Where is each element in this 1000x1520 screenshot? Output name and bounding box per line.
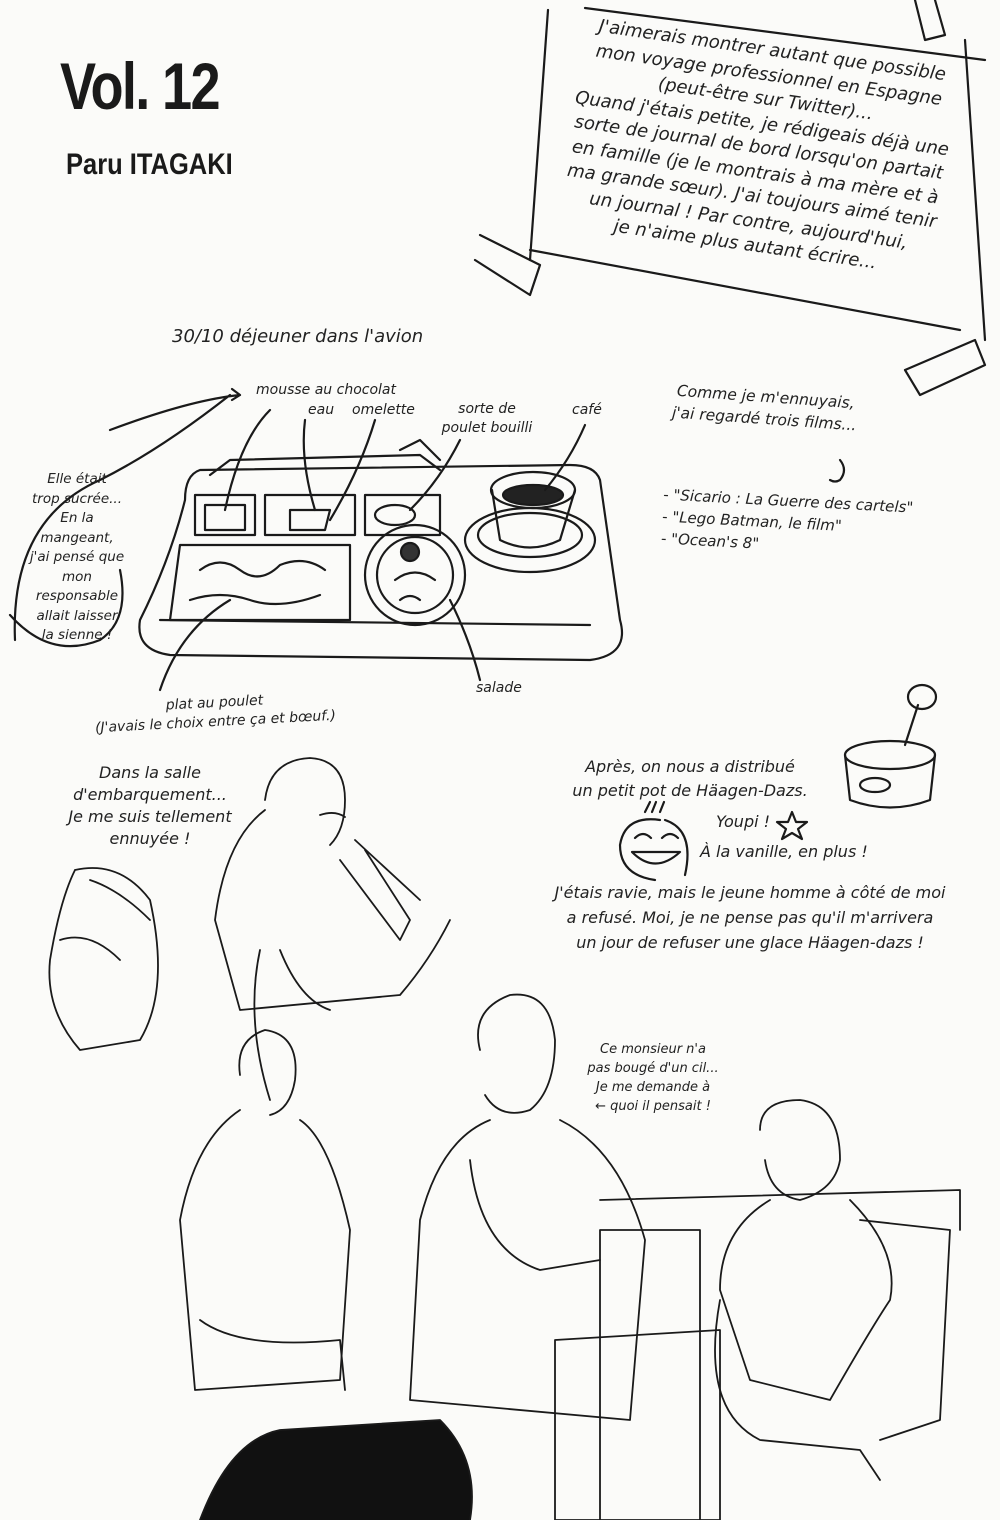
- happy-face-icon: [618, 800, 689, 882]
- label-omelette: omelette: [352, 402, 415, 418]
- arrow-icon: [828, 458, 846, 483]
- story-line: a refusé. Moi, je ne pense pas qu'il m'a…: [566, 908, 934, 927]
- label-line: sorte de: [458, 401, 516, 417]
- comment-line: Elle était: [47, 471, 107, 487]
- mousse-comment: Elle était trop sucrée... En la mangeant…: [22, 470, 132, 646]
- label-cafe: café: [572, 402, 602, 418]
- comment-line: trop sucrée...: [31, 490, 122, 507]
- meal-heading: 30/10 déjeuner dans l'avion: [172, 326, 424, 347]
- boarding-caption: Dans la salle d'embarquement... Je me su…: [55, 762, 245, 850]
- monsieur-line: Je me demande à: [595, 1080, 711, 1095]
- youpi-text: Youpi !: [716, 812, 771, 831]
- story-line: J'étais ravie, mais le jeune homme à côt…: [554, 883, 946, 902]
- label-line: poulet bouilli: [441, 420, 533, 436]
- star-icon: [775, 810, 809, 841]
- label-poulet-bouilli: sorte de poulet bouilli: [432, 400, 542, 438]
- volume-title: Vol. 12: [60, 49, 221, 123]
- boarding-lounge-drawing: [48, 757, 961, 1520]
- boarding-line: Dans la salle: [99, 763, 201, 782]
- tape-icon: [473, 233, 542, 297]
- monsieur-caption: Ce monsieur n'a pas bougé d'un cil... Je…: [578, 1040, 728, 1116]
- label-eau: eau: [308, 402, 335, 418]
- note-frame: [473, 0, 987, 397]
- icecream-story: J'étais ravie, mais le jeune homme à côt…: [540, 880, 960, 955]
- icecream-intro: Après, on nous a distribué un petit pot …: [560, 755, 820, 803]
- story-line: un jour de refuser une glace Häagen-dazs…: [576, 933, 924, 952]
- monsieur-line: ← quoi il pensait !: [595, 1099, 711, 1114]
- icecream-line: un petit pot de Häagen-Dazs.: [572, 781, 808, 800]
- monsieur-line: pas bougé d'un cil...: [587, 1061, 719, 1076]
- label-salade: salade: [476, 680, 522, 696]
- comment-line: j'ai pensé que: [29, 549, 125, 565]
- tape-icon: [913, 0, 947, 42]
- vanilla-text: À la vanille, en plus !: [700, 842, 868, 861]
- comment-line: En la mangeant,: [40, 510, 114, 546]
- comment-line: allait laisser: [36, 607, 118, 624]
- label-pointers: [8, 387, 846, 692]
- label-mousse: mousse au chocolat: [256, 382, 396, 398]
- haagen-dazs-pot-drawing: [843, 683, 938, 809]
- icecream-line: Après, on nous a distribué: [585, 757, 795, 776]
- author-name: Paru ITAGAKI: [66, 148, 233, 181]
- comment-line: la sienne !: [41, 627, 113, 643]
- meal-tray-drawing: [138, 438, 624, 662]
- tape-icon: [903, 338, 987, 397]
- comment-line: mon responsable: [35, 568, 119, 605]
- boarding-line: ennuyée !: [109, 829, 191, 848]
- boarding-line: d'embarquement...: [73, 785, 227, 804]
- monsieur-line: Ce monsieur n'a: [600, 1042, 706, 1057]
- films-list: - "Sicario : La Guerre des cartels" - "L…: [660, 483, 914, 562]
- boarding-line: Je me suis tellement: [68, 807, 232, 826]
